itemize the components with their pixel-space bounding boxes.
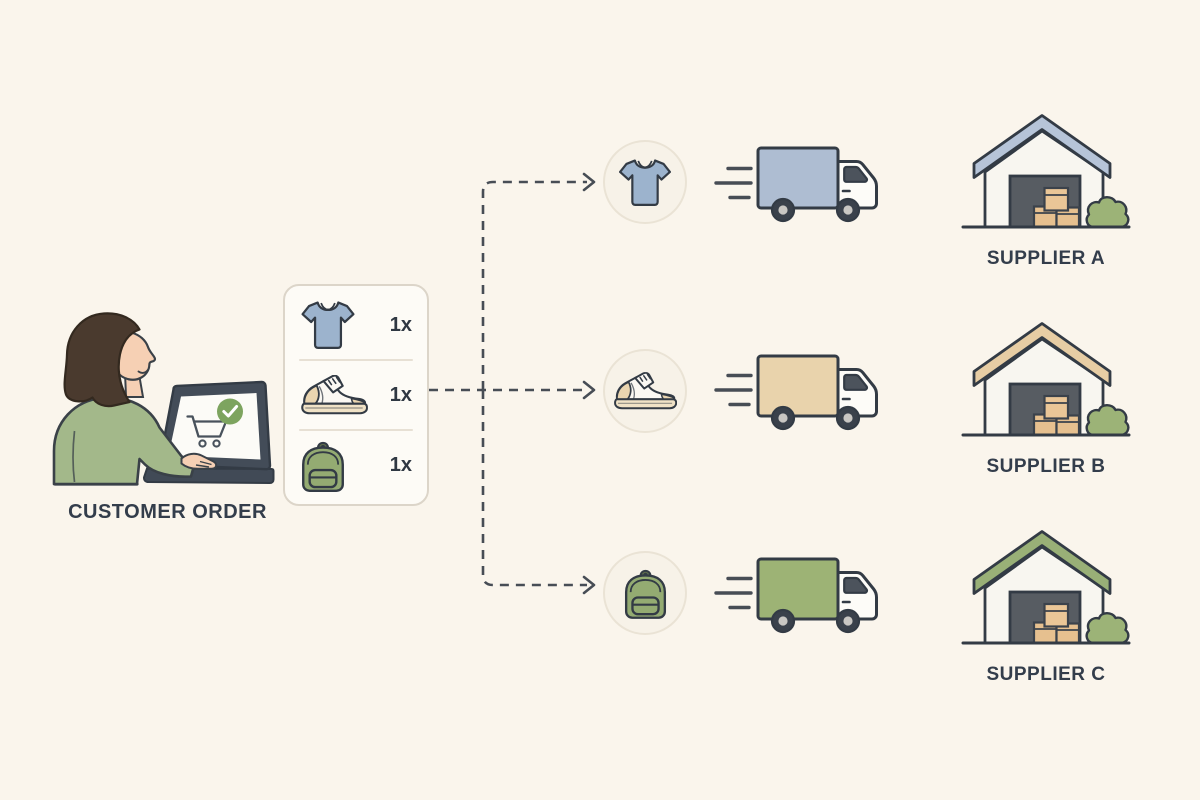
- tshirt-icon: [300, 300, 356, 350]
- tshirt-icon: [618, 158, 672, 207]
- delivery-truck-icon: [756, 146, 880, 224]
- supplier-b-label: SUPPLIER B: [986, 456, 1106, 477]
- checkmark-icon: [217, 398, 243, 425]
- card-divider: [299, 359, 413, 361]
- sneaker-icon: [613, 372, 677, 410]
- delivery-truck-icon: [756, 354, 880, 432]
- warehouse-icon: [958, 112, 1134, 234]
- item-circle-sneaker: [603, 349, 687, 433]
- card-divider: [299, 429, 413, 431]
- speed-lines-icon: [714, 372, 754, 408]
- warehouse-building: [963, 532, 1129, 644]
- order-item-row: 1x: [285, 431, 427, 499]
- quantity-label: 1x: [389, 383, 412, 406]
- flow-connectors: [429, 172, 596, 595]
- quantity-label: 1x: [389, 453, 412, 476]
- arrowhead-icon: [582, 575, 596, 595]
- laptop: [142, 380, 275, 485]
- truck-body: [758, 356, 877, 429]
- order-card: 1x 1x 1x: [283, 284, 429, 506]
- truck-body: [758, 559, 877, 632]
- truck-body: [758, 148, 877, 221]
- supplier-c-label: SUPPLIER C: [986, 664, 1106, 685]
- dashed-arrow-bottom: [481, 390, 587, 587]
- order-item-row: 1x: [285, 291, 427, 359]
- order-item-row: 1x: [285, 361, 427, 429]
- item-circle-tshirt: [603, 140, 687, 224]
- warehouse-icon: [958, 320, 1134, 442]
- arrowhead-icon: [582, 380, 596, 400]
- warehouse-building: [963, 324, 1129, 436]
- backpack-icon: [300, 437, 346, 494]
- speed-lines-icon: [714, 165, 754, 201]
- warehouse-building: [963, 116, 1129, 228]
- delivery-truck-icon: [756, 557, 880, 635]
- speed-lines-icon: [714, 575, 754, 611]
- dashed-arrow-top: [481, 180, 587, 390]
- arrowhead-icon: [582, 172, 596, 192]
- shopping-cart-icon: [186, 415, 228, 448]
- customer-illustration: [52, 312, 275, 486]
- warehouse-icon: [958, 528, 1134, 650]
- person: [52, 312, 218, 486]
- sneaker-icon: [300, 375, 368, 415]
- quantity-label: 1x: [389, 313, 412, 336]
- supplier-a-label: SUPPLIER A: [986, 248, 1106, 269]
- backpack-icon: [623, 565, 668, 621]
- customer-order-label: CUSTOMER ORDER: [68, 501, 267, 523]
- item-circle-backpack: [603, 551, 687, 635]
